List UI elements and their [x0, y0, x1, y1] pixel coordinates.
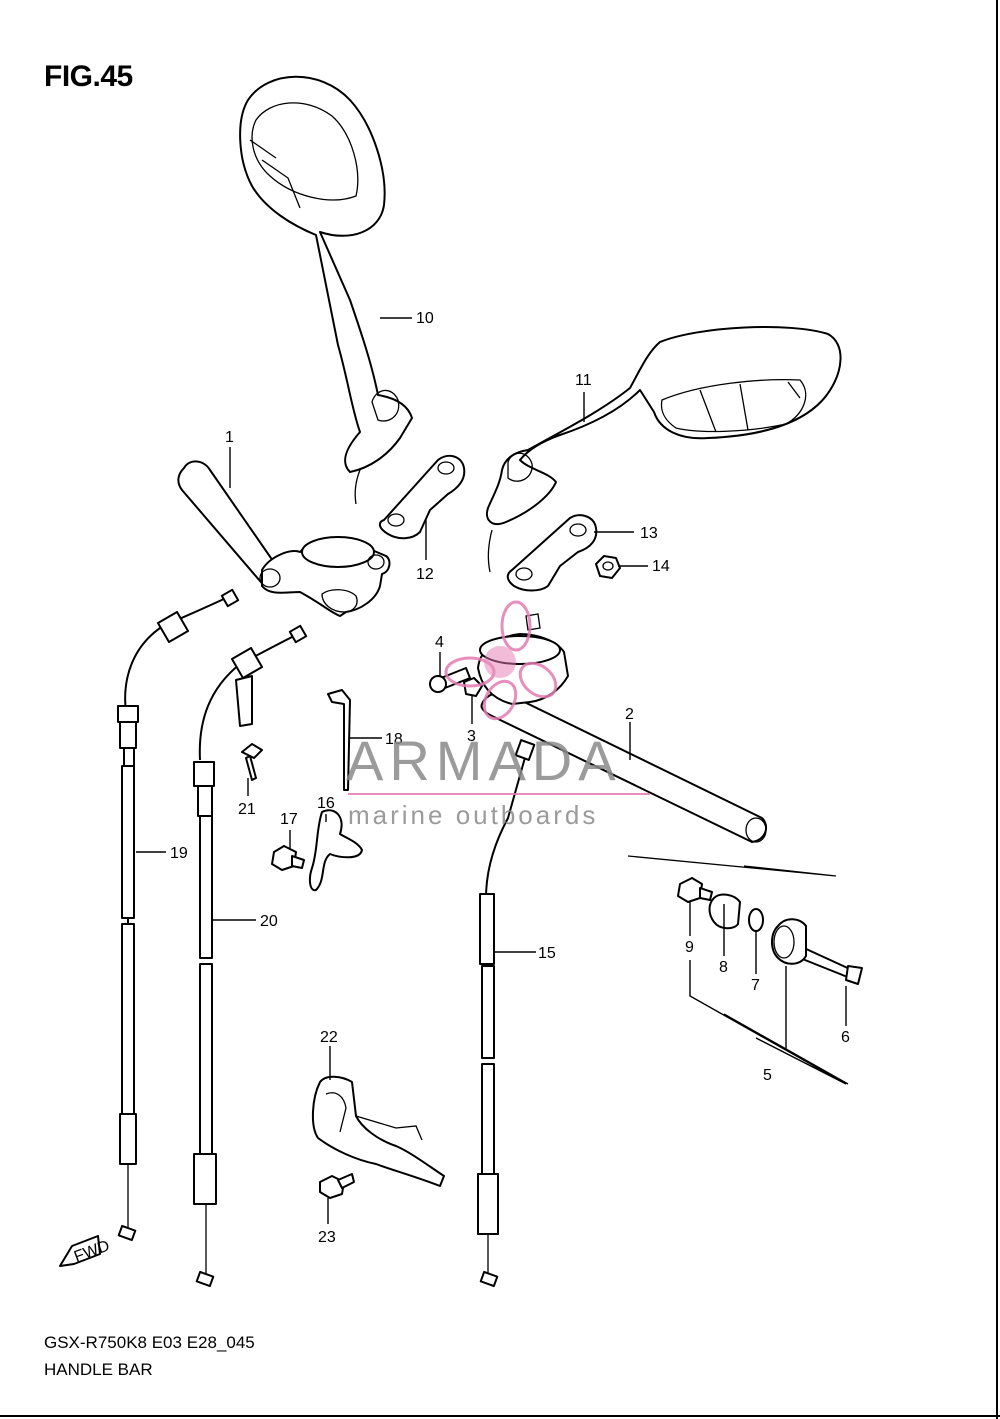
cable-clamp[interactable]	[308, 809, 363, 892]
watermark-logo	[348, 600, 650, 795]
callout-2: 2	[625, 706, 634, 723]
callout-14: 14	[652, 558, 670, 575]
callout-18: 18	[385, 731, 403, 748]
callout-9: 9	[685, 939, 694, 956]
sheet-border-right	[996, 0, 998, 1419]
washer[interactable]	[748, 908, 764, 932]
watermark-word: ARMADA	[346, 729, 622, 792]
callout-20: 20	[260, 913, 278, 930]
forward-direction-badge: FWD	[59, 1235, 112, 1267]
bolt-23[interactable]	[319, 1173, 355, 1199]
holder-plate-left[interactable]	[378, 454, 466, 540]
fwd-label: FWD	[72, 1237, 112, 1265]
clutch-cable[interactable]	[477, 739, 536, 1288]
throttle-cable-no2[interactable]	[193, 624, 308, 1288]
handlebar-left[interactable]	[177, 460, 391, 617]
callout-15: 15	[538, 945, 556, 962]
callout-4: 4	[435, 634, 444, 651]
callout-7: 7	[751, 977, 760, 994]
callout-labels: 1 2 3 4 5 6 7 8 9 10 11 12 13 14 15 16 1…	[170, 310, 850, 1246]
screw-21[interactable]	[241, 743, 263, 781]
callout-8: 8	[719, 959, 728, 976]
assembly-projection-line	[627, 855, 837, 877]
spacer[interactable]	[708, 893, 741, 930]
watermark-tagline: marine outboards	[348, 800, 599, 830]
callout-19: 19	[170, 845, 188, 862]
callout-1: 1	[225, 429, 234, 446]
figure-title: FIG.45	[44, 60, 133, 93]
callout-16: 16	[317, 795, 335, 812]
cable-guide[interactable]	[327, 689, 351, 791]
sheet-border-bottom	[0, 1415, 1000, 1417]
mirror-right[interactable]	[486, 326, 842, 573]
callout-12: 12	[416, 566, 434, 583]
callout-10: 10	[416, 310, 434, 327]
bolt-17[interactable]	[271, 845, 305, 871]
callout-23: 23	[318, 1229, 336, 1246]
cable-guard[interactable]	[312, 1075, 445, 1187]
callout-22: 22	[320, 1029, 338, 1046]
mirror-left[interactable]	[239, 75, 413, 505]
callout-17: 17	[280, 811, 298, 828]
callout-21: 21	[238, 801, 256, 818]
balancer-screw[interactable]	[799, 947, 863, 985]
throttle-cable-no1[interactable]	[117, 588, 240, 1242]
nut[interactable]	[595, 555, 621, 579]
balancer-weight[interactable]	[771, 918, 807, 965]
callout-11: 11	[575, 372, 592, 389]
model-code: GSX-R750K8 E03 E28_045	[44, 1333, 255, 1352]
callout-5: 5	[763, 1067, 772, 1084]
callout-3: 3	[467, 728, 476, 745]
section-name: HANDLE BAR	[44, 1360, 153, 1379]
callout-6: 6	[841, 1029, 850, 1046]
balancer-nut[interactable]	[677, 877, 713, 903]
callout-13: 13	[640, 525, 658, 542]
leader-lines	[136, 317, 849, 1224]
holder-plate-right[interactable]	[506, 514, 598, 592]
clamp-bolt[interactable]	[429, 667, 471, 693]
